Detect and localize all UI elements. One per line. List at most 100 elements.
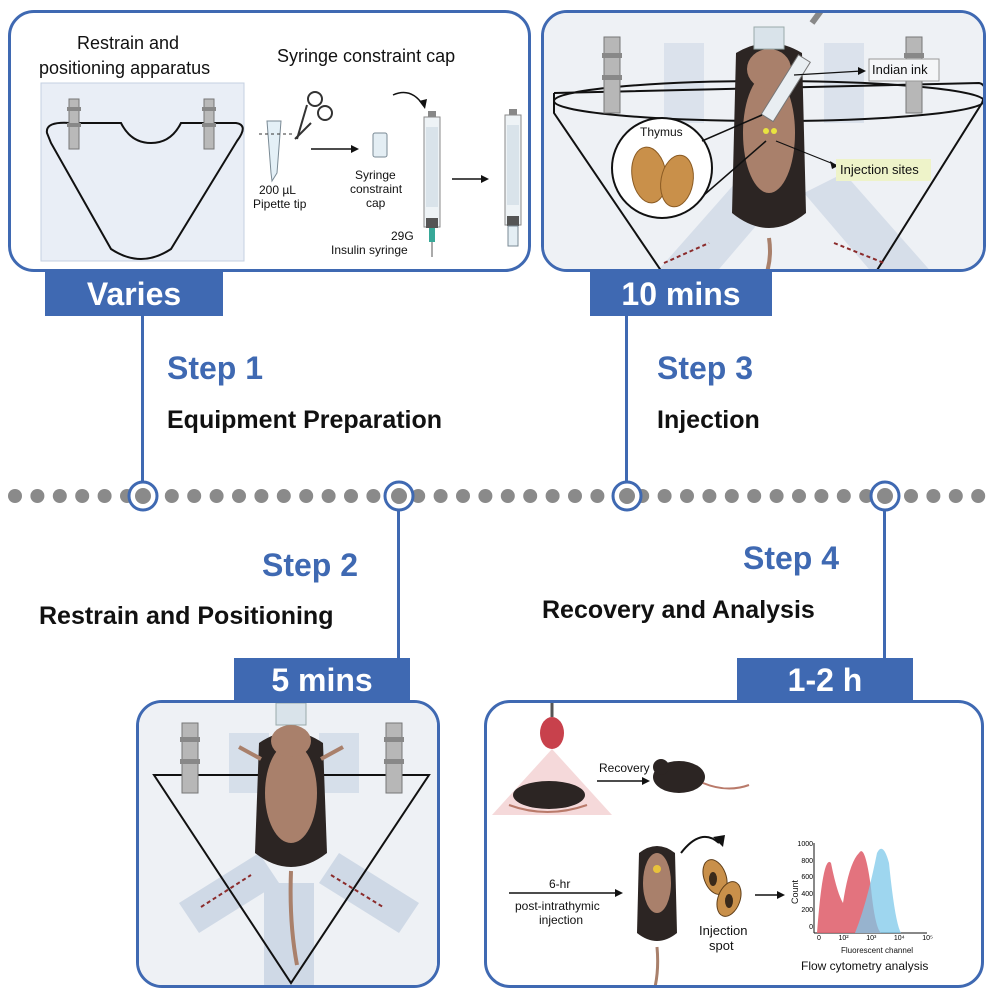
thymus-label: Thymus bbox=[640, 125, 683, 139]
timeline-dot bbox=[254, 489, 269, 503]
injection-sites-label: Injection sites bbox=[840, 162, 919, 177]
x-tick-label: 0 bbox=[817, 935, 821, 942]
post-right-icon bbox=[202, 98, 216, 150]
apparatus-label-line1: Restrain and bbox=[77, 33, 180, 53]
timeline-dot bbox=[635, 489, 650, 503]
restraint-illustration bbox=[139, 703, 437, 985]
timeline-dot bbox=[702, 489, 717, 503]
spot-label-line1: Injection bbox=[699, 923, 748, 938]
timeline-dot bbox=[30, 489, 45, 503]
x-tick-label: 10⁴ bbox=[893, 935, 905, 942]
timeline-dot bbox=[8, 489, 22, 503]
connector-step-2 bbox=[397, 510, 400, 662]
cap-title: Syringe constraint cap bbox=[277, 46, 456, 66]
spot-label-line2: spot bbox=[709, 938, 734, 953]
timeline-dot bbox=[971, 489, 986, 503]
pipette-tip-icon bbox=[259, 120, 293, 183]
cap-label-line1: Syringe bbox=[355, 168, 396, 182]
x-tick-label: 10⁵ bbox=[922, 935, 933, 942]
timeline-dot bbox=[321, 489, 336, 503]
timeline-dot bbox=[120, 489, 134, 503]
panel-restrain-positioning bbox=[136, 700, 440, 988]
cap-label-line3: cap bbox=[366, 196, 386, 210]
x-tick-labels: 0 10² 10³ 10⁴ 10⁵ bbox=[817, 935, 933, 942]
pipette-label-line1: 200 µL bbox=[259, 183, 296, 197]
step-1-title: Step 1 bbox=[167, 350, 264, 386]
timeline-dot bbox=[904, 489, 918, 503]
constraint-cap-icon bbox=[372, 132, 388, 158]
timeline-dot bbox=[948, 489, 963, 503]
post-left-icon bbox=[602, 36, 622, 114]
timeline-dot bbox=[433, 489, 448, 503]
connector-step-4 bbox=[883, 510, 886, 662]
syringe-injecting-icon bbox=[760, 13, 824, 123]
y-tick-label: 400 bbox=[801, 890, 813, 898]
thymus-icon bbox=[631, 146, 694, 208]
timeline-dot bbox=[366, 489, 381, 503]
timeline-dot bbox=[680, 489, 694, 503]
thymus-spot-icon bbox=[702, 859, 742, 917]
mouse-sleeping-icon bbox=[508, 781, 588, 813]
timeline-dot bbox=[187, 489, 202, 503]
mouse-awake-icon bbox=[653, 759, 750, 793]
post-left-icon bbox=[67, 98, 81, 150]
timeline-dot bbox=[299, 489, 314, 503]
timeline-dot bbox=[657, 489, 672, 503]
timeline-dot bbox=[344, 489, 358, 503]
timeline-dot bbox=[747, 489, 762, 503]
cap-label-line2: constraint bbox=[350, 182, 403, 196]
timeline-dot bbox=[590, 489, 605, 503]
timeline-node-step-2 bbox=[383, 480, 415, 512]
post-right-icon bbox=[384, 722, 404, 794]
histogram-series-labeled bbox=[855, 848, 901, 933]
y-tick-label: 1000 bbox=[797, 841, 813, 848]
timeline-dot bbox=[836, 489, 851, 503]
recovery-label: Recovery bbox=[599, 761, 650, 775]
step-2-title: Step 2 bbox=[262, 547, 359, 583]
panel-equipment-preparation: Restrain and positioning apparatus Syrin… bbox=[8, 10, 531, 272]
y-tick-label: 200 bbox=[801, 907, 813, 914]
connector-step-3 bbox=[625, 314, 628, 482]
timeline-dot bbox=[232, 489, 246, 503]
indian-ink-label: Indian ink bbox=[872, 62, 928, 77]
duration-tag-step-1: Varies bbox=[45, 272, 223, 316]
timeline-node-step-4 bbox=[869, 480, 901, 512]
step-3-subtitle: Injection bbox=[657, 406, 760, 434]
step-2-subtitle: Restrain and Positioning bbox=[39, 602, 334, 630]
timeline-dot bbox=[209, 489, 224, 503]
timeline-dot bbox=[814, 489, 829, 503]
y-tick-labels: 1000 800 600 400 200 0 bbox=[789, 837, 813, 936]
connector-step-1 bbox=[141, 314, 144, 482]
y-tick-label: 0 bbox=[809, 923, 813, 931]
post-label-line1: post-intrathymic bbox=[515, 899, 600, 913]
timeline-dot bbox=[75, 489, 90, 503]
timeline-dot bbox=[926, 489, 941, 503]
mouse-injected-icon bbox=[637, 846, 677, 985]
timeline-dot bbox=[478, 489, 493, 503]
heat-lamp-icon bbox=[540, 703, 564, 749]
timeline-dot bbox=[545, 489, 560, 503]
y-tick-label: 800 bbox=[801, 857, 813, 865]
timeline-dot bbox=[411, 489, 426, 503]
timeline-dot bbox=[456, 489, 470, 503]
timeline-dot bbox=[769, 489, 784, 503]
timeline-dot bbox=[568, 489, 582, 503]
x-axis-label: Fluorescent channel bbox=[841, 946, 914, 955]
timeline-dot bbox=[97, 489, 112, 503]
x-tick-label: 10² bbox=[838, 935, 849, 942]
timeline-node-step-1 bbox=[127, 480, 159, 512]
post-left-icon bbox=[180, 722, 200, 794]
mouse-supine-icon bbox=[238, 703, 344, 966]
timeline-dot bbox=[276, 489, 291, 503]
syringe-label-line2: Insulin syringe bbox=[331, 243, 408, 257]
step-1-subtitle: Equipment Preparation bbox=[167, 406, 443, 434]
timeline-dot bbox=[164, 489, 179, 503]
timeline-dot bbox=[523, 489, 538, 503]
step-4-subtitle: Recovery and Analysis bbox=[542, 596, 815, 624]
panel-recovery-analysis: Recovery 6-hr post-intrathymic injection… bbox=[484, 700, 984, 988]
apparatus-label-line2: positioning apparatus bbox=[39, 58, 211, 78]
timeline-node-step-3 bbox=[611, 480, 643, 512]
scissors-icon bbox=[294, 91, 333, 140]
equipment-illustration bbox=[40, 82, 522, 262]
timeline-dot bbox=[724, 489, 739, 503]
